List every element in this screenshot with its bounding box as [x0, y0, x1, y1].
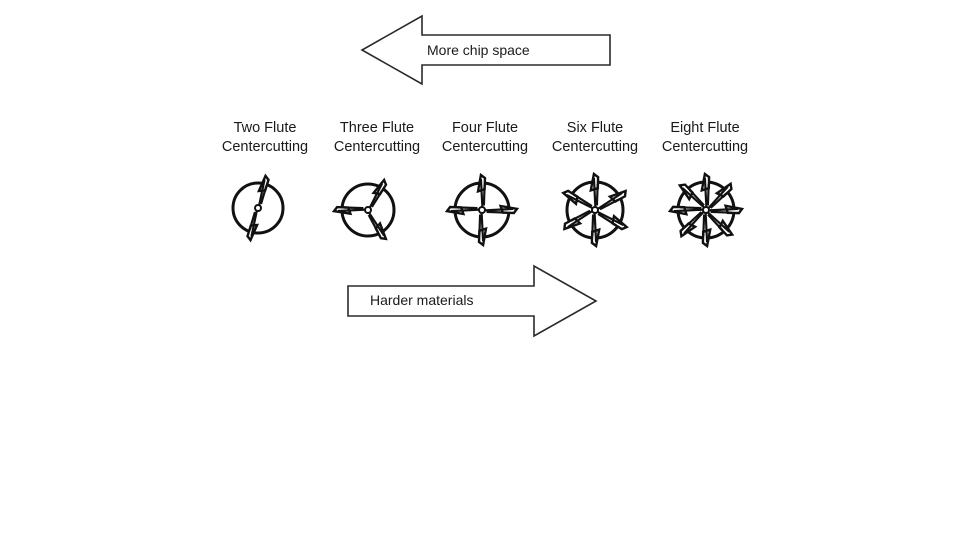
cutter-flute-edge [702, 214, 706, 236]
cutter-flute-line [596, 210, 624, 226]
cutter-label-six-flute-line2: Centercutting [552, 139, 638, 155]
cutter-flute-line [368, 212, 385, 237]
cutter-core [702, 206, 710, 214]
cutter-flute-line [368, 182, 384, 209]
cutter-label-eight-flute-line1: Eight Flute [670, 120, 739, 136]
cutter-flute-line [566, 194, 594, 210]
right-arrow-shape [347, 264, 598, 338]
cutter-flute-line [480, 212, 485, 242]
cutter-flute-edge [685, 211, 703, 228]
cutter-flute-line [567, 210, 593, 228]
cutter-flute-edge [367, 214, 379, 233]
left-arrow-shape [360, 14, 611, 86]
cutter-label-six-flute-line1: Six Flute [567, 120, 623, 136]
cutter-flute-line [250, 210, 258, 237]
cutter-flute-line [704, 212, 709, 243]
cutter-core [364, 206, 372, 214]
cutter-flute-line [707, 211, 731, 233]
cutter-label-three-flute-line2: Centercutting [334, 139, 420, 155]
cutter-flute-line [450, 208, 480, 213]
cutter-flute-edge [706, 184, 710, 206]
cutter-flute-edge [707, 213, 724, 231]
cutter-label-four-flute-line1: Four Flute [452, 120, 518, 136]
cutter-flute-line [258, 179, 266, 206]
cutter-label-two-flute-line1: Two Flute [234, 120, 297, 136]
six-flute-cutter-icon [561, 171, 629, 249]
cutter-flute-edge [457, 206, 478, 210]
cutter-flute-edge [591, 214, 595, 236]
cutter-flute-line [708, 207, 739, 212]
cutter-flute-line [683, 211, 705, 235]
cutter-flute-edge [478, 214, 482, 235]
cutter-flute-line [592, 177, 597, 208]
cutter-flute-edge [570, 209, 591, 222]
cutter-flute-edge [599, 198, 620, 211]
cutter-flute-edge [486, 210, 507, 214]
two-flute-cutter-icon [231, 173, 285, 243]
cutter-flute-line [593, 212, 598, 243]
cutter-flute-line [707, 185, 729, 209]
eight-flute-cutter-icon [667, 171, 745, 249]
cutter-flute-edge [482, 185, 486, 206]
cutter-flute-line [479, 178, 484, 208]
cutter-core [254, 204, 262, 212]
harder-materials-arrow: Harder materials [347, 264, 598, 338]
cutter-label-three-flute-line1: Three Flute [340, 120, 414, 136]
harder-materials-label: Harder materials [370, 292, 473, 308]
cutter-core [591, 206, 599, 214]
cutter-flute-line [703, 177, 708, 208]
cutter-flute-line [681, 187, 705, 209]
chip-space-arrow: More chip space [360, 14, 611, 86]
cutter-flute-edge [597, 212, 617, 227]
chip-space-label: More chip space [427, 42, 530, 58]
cutter-core [478, 206, 486, 214]
cutter-flute-line [597, 192, 623, 210]
cutter-label-four-flute-line2: Centercutting [442, 139, 528, 155]
cutter-flute-line [673, 208, 704, 213]
four-flute-cutter-icon [444, 172, 520, 248]
three-flute-cutter-icon [331, 177, 396, 241]
cutter-flute-edge [573, 193, 593, 208]
cutter-flute-edge [595, 184, 599, 206]
cutter-flute-edge [344, 206, 364, 210]
cutter-flute-line [337, 208, 366, 213]
cutter-flute-edge [248, 211, 257, 230]
cutter-flute-edge [709, 192, 727, 209]
cutter-label-eight-flute-line2: Centercutting [662, 139, 748, 155]
cutter-flute-line [484, 207, 514, 212]
cutter-flute-edge [370, 190, 384, 208]
cutter-label-two-flute-line2: Centercutting [222, 139, 308, 155]
cutter-labels: Two Flute Centercutting Three Flute Cent… [222, 120, 748, 155]
cutter-flute-edge [259, 186, 268, 205]
cutter-flute-edge [688, 189, 705, 207]
cutter-flute-edge [710, 210, 732, 214]
cutter-flute-edge [680, 206, 702, 210]
